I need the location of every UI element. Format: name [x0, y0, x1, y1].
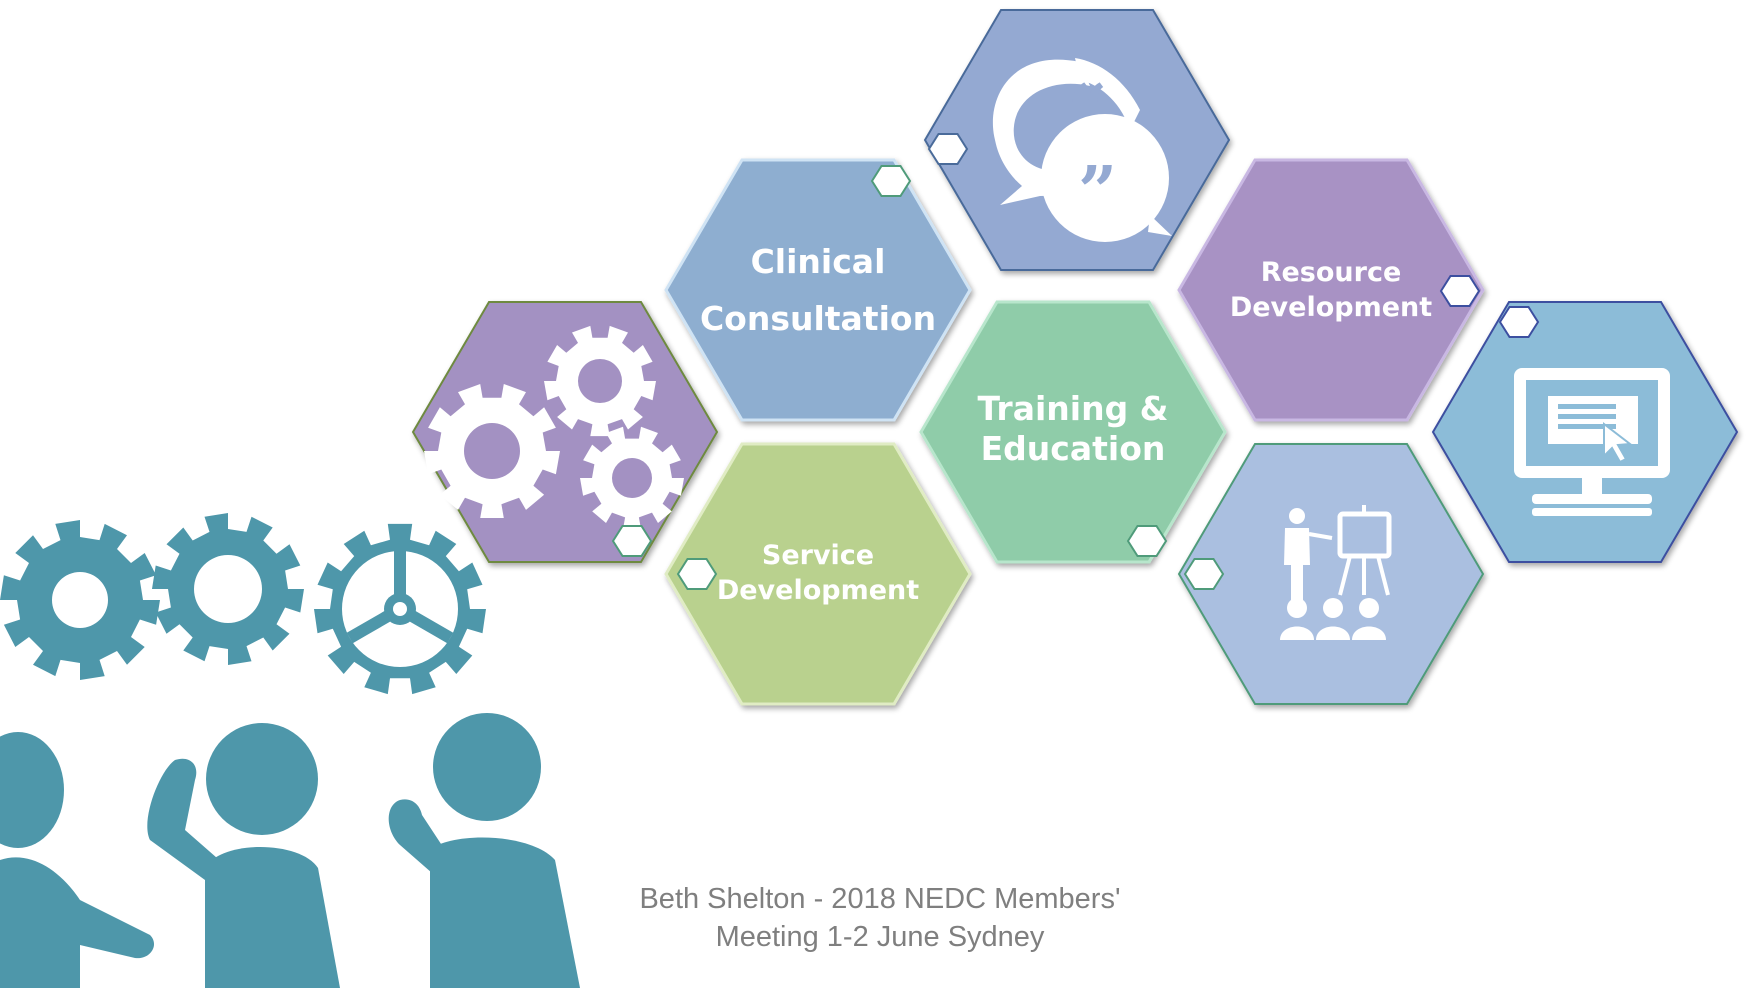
gear-shape — [314, 523, 486, 695]
small-hexagon-marker — [676, 558, 718, 590]
caption-line1: Beth Shelton - 2018 NEDC Members' — [639, 883, 1121, 915]
speech-bubbles-quotes-icon: “ ” — [992, 58, 1172, 242]
computer-screen-icon — [1514, 368, 1670, 516]
resource-label-line1: Resource — [1261, 257, 1402, 288]
person-middle-icon — [147, 723, 340, 988]
small-hexagon-marker — [1439, 275, 1481, 307]
service-hexagon-cluster: Clinical Consultation “ ” Resource Devel… — [411, 9, 1739, 706]
wheel-gear-icon — [314, 523, 486, 695]
medium-gear-icon — [152, 513, 304, 665]
clinical-label-line2: Consultation — [700, 299, 936, 338]
gear-shape — [544, 325, 656, 437]
small-hexagon-marker — [1183, 558, 1225, 590]
svg-text:“: “ — [1068, 70, 1107, 150]
presenter-caption: Beth Shelton - 2018 NEDC Members' Meetin… — [560, 880, 1200, 956]
gears-icon — [424, 325, 684, 530]
hexagon-shape — [919, 300, 1227, 564]
hexagon-shape — [1177, 443, 1485, 705]
gear-shape — [0, 520, 160, 680]
hexagon-presentation — [1177, 443, 1485, 705]
hexagon-quotes: “ ” — [923, 9, 1231, 271]
small-gear-icon — [0, 520, 160, 680]
hexagon-shape — [664, 158, 972, 422]
svg-text:”: ” — [1078, 152, 1117, 232]
hexagon-gears — [411, 301, 719, 563]
service-label-line1: Service — [762, 540, 874, 571]
hexagon-service-development: Service Development — [664, 442, 972, 706]
small-hexagon-marker — [611, 525, 653, 557]
gear-shape — [580, 426, 684, 530]
hexagon-clinical-consultation: Clinical Consultation — [664, 158, 972, 422]
clinical-label-line1: Clinical — [751, 242, 886, 281]
caption-line2: Meeting 1-2 June Sydney — [715, 921, 1045, 953]
gear-shape — [424, 384, 560, 518]
small-hexagon-marker — [870, 165, 912, 197]
hexagon-shape — [664, 442, 972, 706]
gear-shape — [152, 513, 304, 665]
small-hexagon-marker — [1126, 525, 1168, 557]
person-left-icon — [0, 732, 155, 988]
training-label-line1: Training & — [978, 389, 1169, 428]
resource-label-line2: Development — [1230, 292, 1432, 323]
hexagon-training-education: Training & Education — [919, 300, 1227, 564]
hexagon-computer — [1431, 301, 1739, 563]
hexagon-resource-development: Resource Development — [1177, 158, 1485, 422]
presentation-audience-icon — [1280, 505, 1392, 640]
small-hexagon-marker — [927, 133, 969, 165]
small-hexagon-marker — [1498, 306, 1540, 338]
person-right-icon — [388, 713, 580, 988]
hexagon-shape — [1177, 158, 1485, 422]
service-label-line2: Development — [717, 575, 919, 606]
team-gears-illustration — [0, 513, 580, 988]
training-label-line2: Education — [981, 429, 1166, 468]
gear-hub-hole — [393, 602, 407, 616]
